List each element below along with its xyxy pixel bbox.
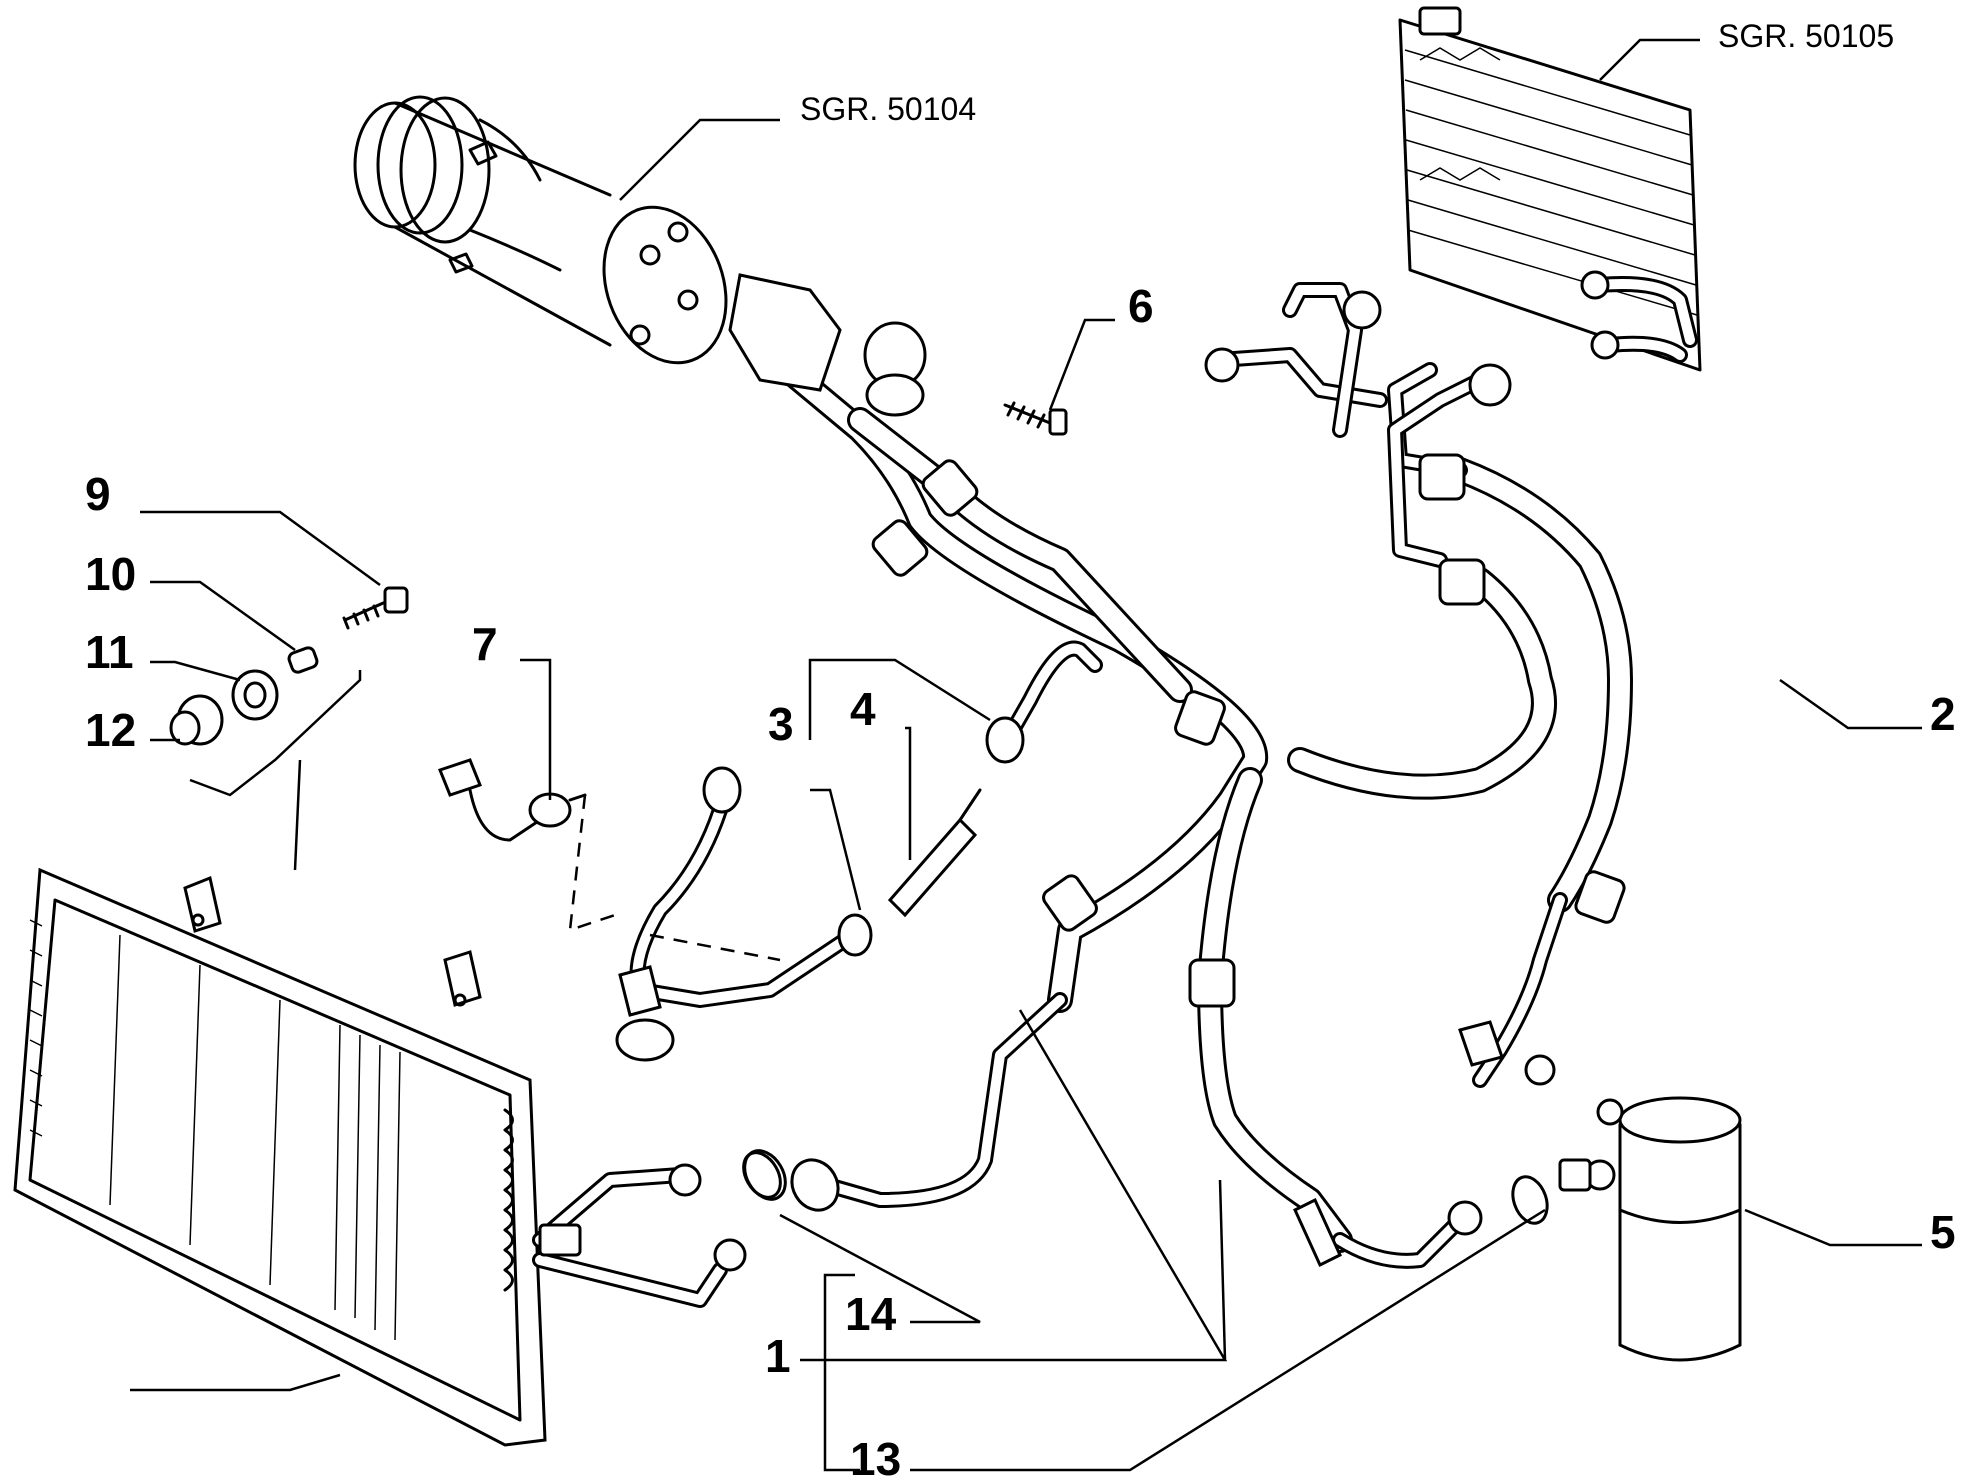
bolt-6 (1003, 401, 1068, 436)
callout-1: 1 (765, 1330, 791, 1382)
drier-to-hose-pipe (1293, 1175, 1549, 1269)
callout-6: 6 (1128, 280, 1154, 332)
callout-10: 10 (85, 548, 136, 600)
callout-4: 4 (850, 683, 876, 735)
ring-11 (231, 669, 279, 721)
evaporator (1398, 6, 1702, 372)
compressor (353, 95, 728, 365)
callout-13: 13 (850, 1433, 901, 1476)
callout-5: 5 (1930, 1206, 1956, 1258)
pressure-switch-7 (438, 758, 587, 842)
high-pressure-pipe (615, 640, 1103, 1062)
condenser (13, 867, 547, 1447)
hose-assembly-2 (1204, 282, 1633, 1088)
callout-14: 14 (845, 1288, 897, 1340)
callout-11: 11 (85, 626, 134, 678)
callout-12: 12 (85, 704, 136, 756)
ref-compressor: SGR. 50104 (800, 91, 976, 127)
o-ring-14 (742, 1151, 782, 1199)
screw-9 (342, 586, 409, 630)
callout-9: 9 (85, 468, 111, 520)
leader-lines (130, 38, 1922, 1472)
callout-3: 3 (768, 698, 794, 750)
bracket-9-12 (189, 670, 362, 871)
assembly-line-7 (568, 794, 781, 962)
callout-7: 7 (472, 618, 498, 670)
sleeve-10 (287, 646, 319, 674)
ref-evaporator: SGR. 50105 (1718, 18, 1894, 54)
sensor-4 (887, 788, 982, 918)
callout-2: 2 (1930, 688, 1956, 740)
hose-assembly-1 (728, 273, 1353, 1253)
liquid-line-to-condenser (532, 992, 1068, 1308)
plug-12 (169, 694, 224, 746)
receiver-drier (1558, 1096, 1742, 1362)
